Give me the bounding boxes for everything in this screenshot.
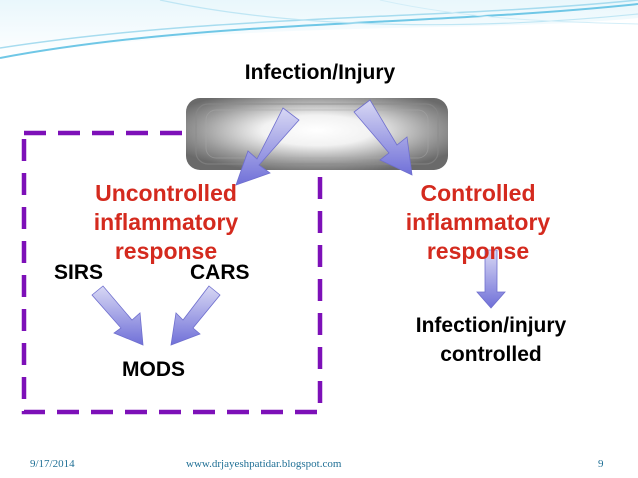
footer-date: 9/17/2014 bbox=[30, 458, 75, 470]
header-swoosh bbox=[0, 0, 638, 59]
diagram-title: Infection/Injury bbox=[244, 61, 396, 84]
cars-label: CARS bbox=[190, 261, 250, 284]
uncontrolled-heading-line-2: inflammatory bbox=[93, 209, 239, 235]
controlled-outcome-line-2: controlled bbox=[440, 343, 542, 366]
controlled-outcome-line-1: Infection/injury bbox=[415, 314, 567, 337]
footer-page-number: 9 bbox=[598, 458, 604, 470]
controlled-heading-line-1: Controlled bbox=[420, 180, 536, 206]
mods-label: MODS bbox=[122, 358, 185, 381]
sirs-label: SIRS bbox=[54, 261, 104, 284]
uncontrolled-heading-line-3: response bbox=[114, 238, 218, 264]
uncontrolled-heading-line-1: Uncontrolled bbox=[95, 180, 237, 206]
arrow-oval-to-controlled bbox=[353, 99, 413, 176]
uncontrolled-dashed-box bbox=[21, 130, 323, 415]
footer-website[interactable]: www.drjayeshpatidar.blogspot.com bbox=[186, 458, 342, 470]
controlled-heading-line-2: inflammatory bbox=[405, 209, 551, 235]
controlled-heading-line-3: response bbox=[426, 238, 530, 264]
arrow-oval-to-uncontrolled bbox=[235, 107, 300, 186]
center-oval bbox=[186, 98, 448, 170]
arrow-cars-to-mods bbox=[170, 285, 221, 346]
arrow-sirs-to-mods bbox=[91, 285, 144, 346]
arrow-controlled-to-outcome bbox=[476, 249, 506, 309]
